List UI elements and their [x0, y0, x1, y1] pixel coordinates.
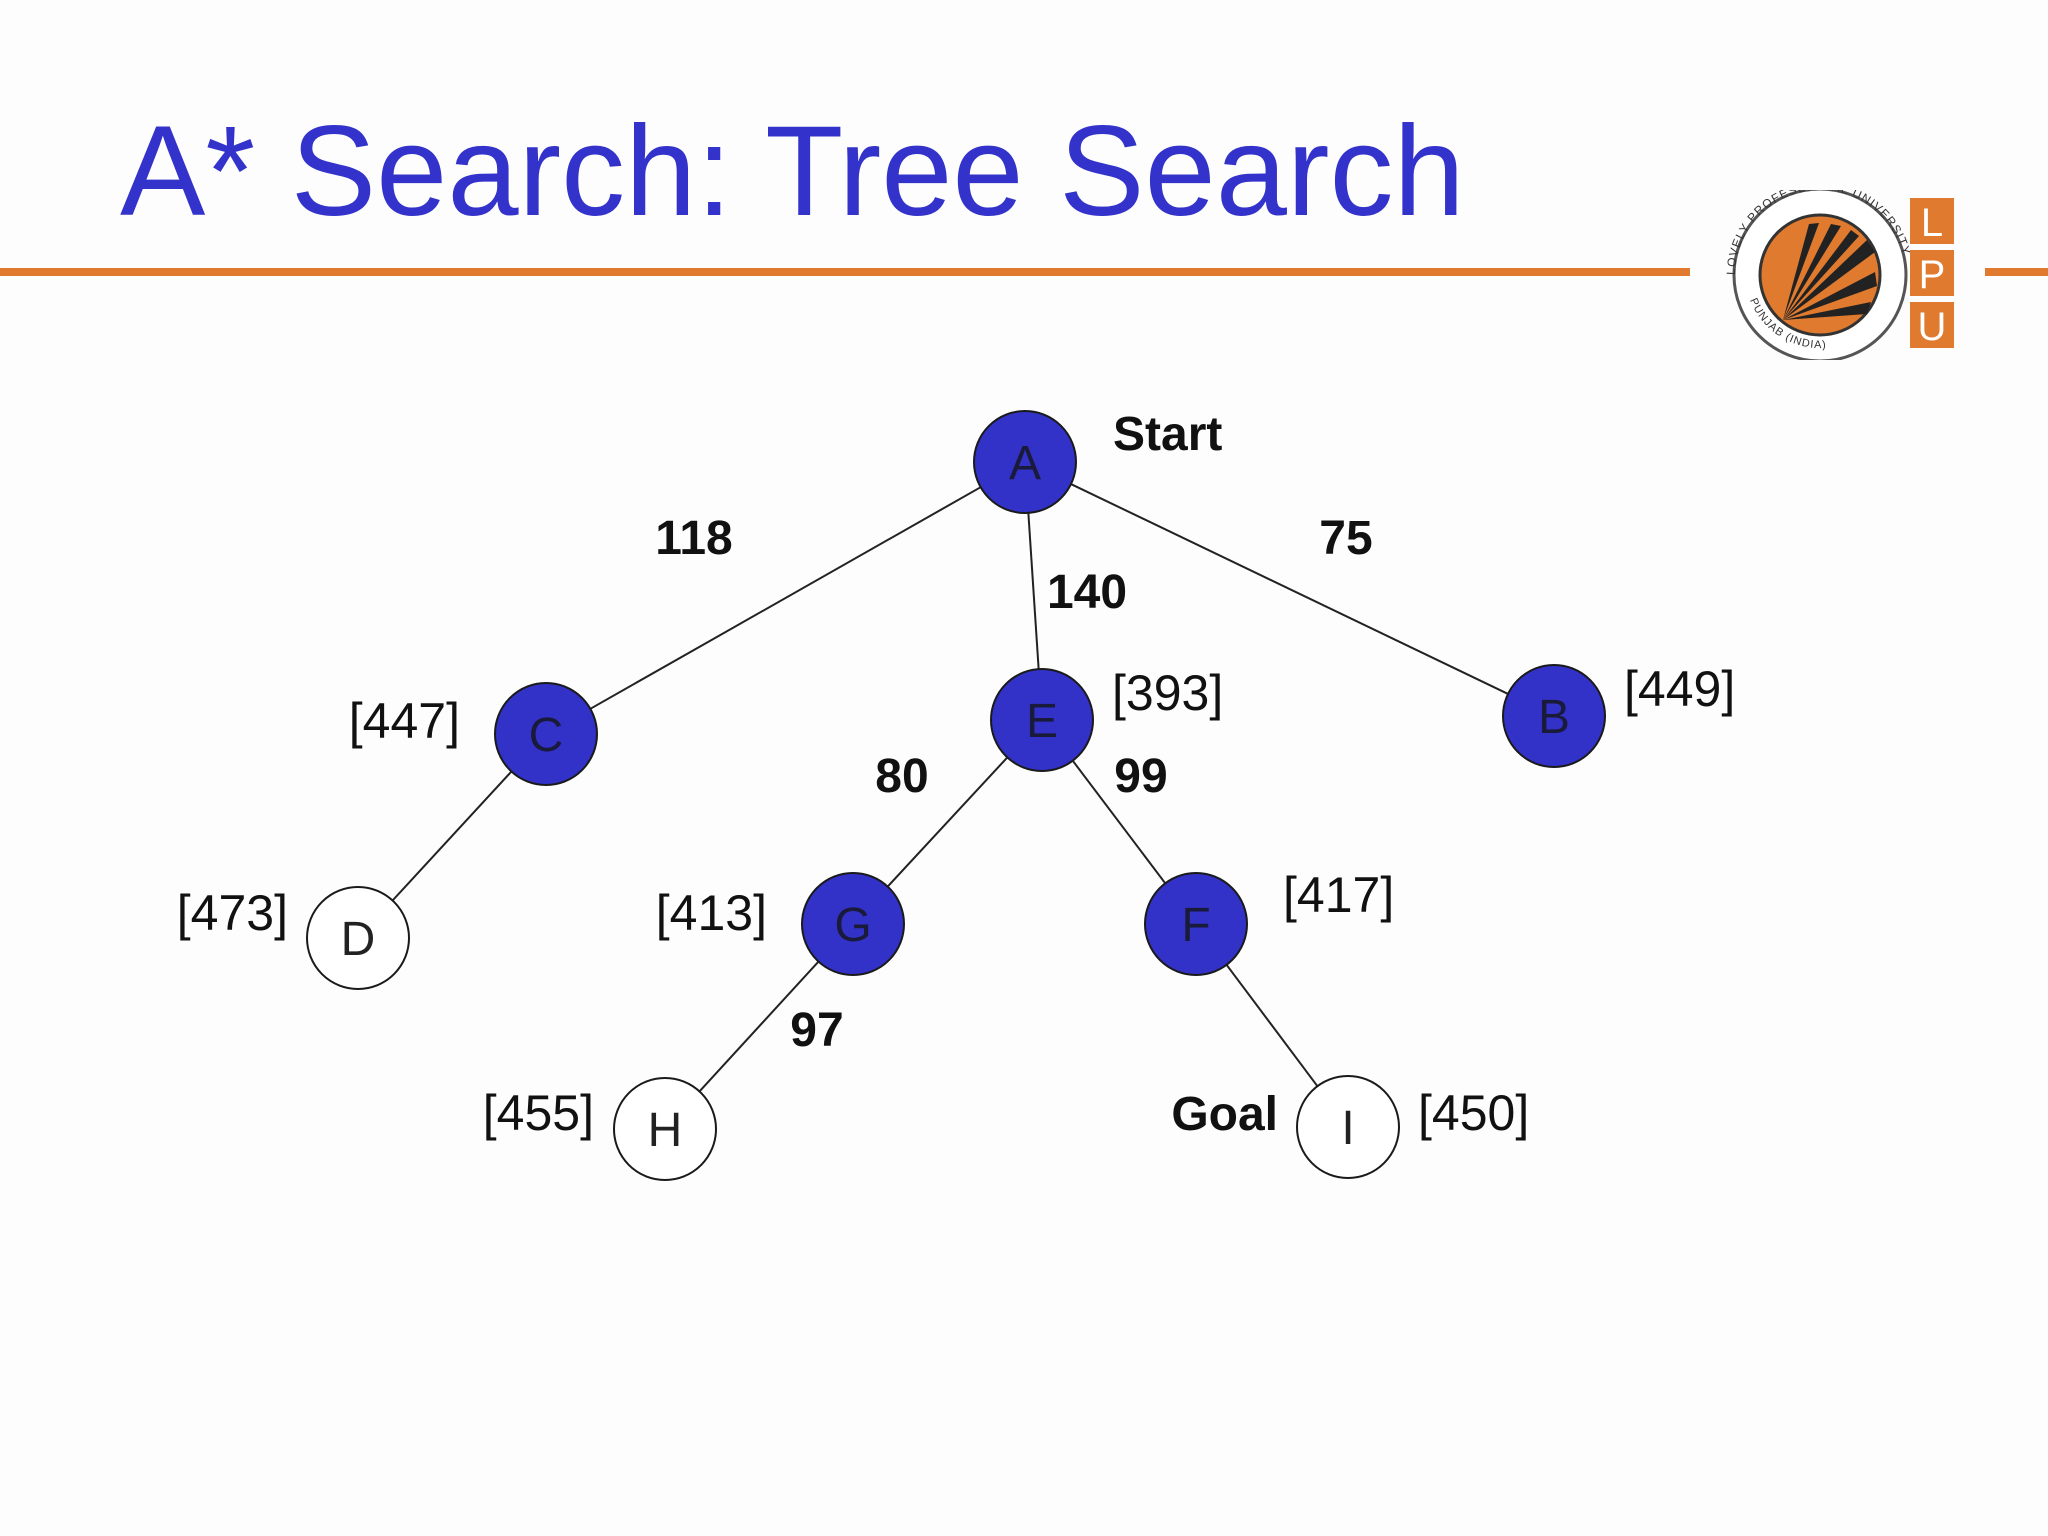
edge-cost-e-g: 80 — [875, 750, 928, 803]
node-label-i: I — [1341, 1102, 1354, 1155]
node-label-g: G — [834, 899, 871, 952]
tree-edge-a-e — [1027, 512, 1040, 670]
tree-edge-e-f — [1071, 760, 1167, 884]
node-circle-f — [1144, 872, 1248, 976]
node-circle-e — [990, 668, 1094, 772]
title-underline-right — [1985, 268, 2048, 276]
node-circle-i — [1296, 1075, 1400, 1179]
node-circle-a — [973, 410, 1077, 514]
title-underline-left — [0, 268, 1690, 276]
node-f-value-c: [447] — [349, 693, 460, 749]
node-f-value-f: [417] — [1283, 867, 1394, 923]
node-label-h: H — [648, 1104, 683, 1157]
tree-edge-c-d — [391, 770, 513, 902]
node-label-b: B — [1538, 691, 1570, 744]
logo-letter-u: U — [1918, 305, 1947, 349]
tree-node-d: D — [306, 886, 410, 990]
logo-letter-l: L — [1921, 201, 1943, 245]
tree-edge-f-i — [1225, 964, 1319, 1087]
tree-edge-e-g — [886, 756, 1009, 888]
node-circle-d — [306, 886, 410, 990]
edge-cost-a-e: 140 — [1047, 566, 1127, 619]
node-f-value-g: [413] — [656, 885, 767, 941]
node-f-value-i: [450] — [1418, 1085, 1529, 1141]
edge-cost-a-c: 118 — [655, 512, 732, 565]
lpu-letters: L P U — [1910, 198, 1954, 349]
node-tag-i: Goal — [1171, 1088, 1278, 1141]
tree-node-a: A — [973, 410, 1077, 514]
node-tag-a: Start — [1113, 408, 1222, 461]
lpu-seal: LOVELY PROFESSIONAL UNIVERSITY PUNJAB (I… — [1724, 190, 1913, 360]
slide-title: A* Search: Tree Search — [120, 100, 1465, 243]
node-circle-c — [494, 682, 598, 786]
node-circle-g — [801, 872, 905, 976]
tree-node-i: I — [1296, 1075, 1400, 1179]
tree-node-b: B — [1502, 664, 1606, 768]
lpu-logo: LOVELY PROFESSIONAL UNIVERSITY PUNJAB (I… — [1724, 190, 1954, 360]
node-label-d: D — [341, 913, 376, 966]
tree-edge-a-b — [1070, 483, 1509, 695]
node-f-value-b: [449] — [1624, 661, 1735, 717]
logo-letter-p: P — [1919, 253, 1946, 297]
edge-cost-a-b: 75 — [1319, 512, 1372, 565]
tree-node-h: H — [613, 1077, 717, 1181]
tree-edge-g-h — [698, 960, 820, 1093]
edge-cost-e-f: 99 — [1114, 750, 1167, 803]
tree-node-f: F — [1144, 872, 1248, 976]
node-f-value-h: [455] — [483, 1085, 594, 1141]
node-label-e: E — [1026, 695, 1058, 748]
node-circle-h — [613, 1077, 717, 1181]
tree-node-e: E — [990, 668, 1094, 772]
node-f-value-d: [473] — [177, 885, 288, 941]
node-f-value-e: [393] — [1112, 665, 1223, 721]
tree-edge-a-c — [589, 486, 982, 710]
tree-node-g: G — [801, 872, 905, 976]
node-circle-b — [1502, 664, 1606, 768]
node-label-f: F — [1181, 899, 1210, 952]
tree-node-c: C — [494, 682, 598, 786]
edge-cost-g-h: 97 — [790, 1004, 843, 1057]
node-label-a: A — [1009, 437, 1041, 490]
node-label-c: C — [529, 709, 564, 762]
